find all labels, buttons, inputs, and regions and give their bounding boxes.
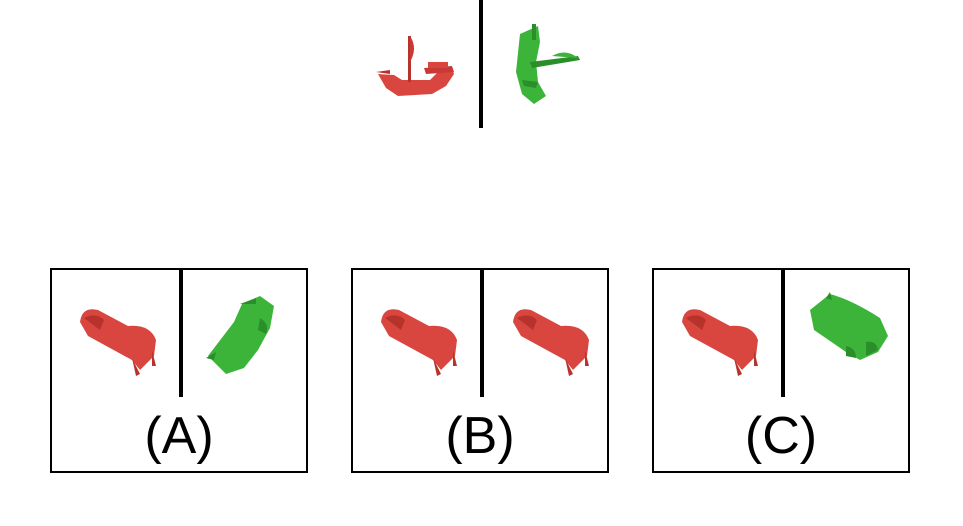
option-b[interactable]: (B) (351, 268, 609, 473)
option-a-label: (A) (144, 407, 214, 465)
option-a-divider (179, 270, 183, 397)
red-sofa-icon (377, 300, 461, 376)
red-sofa-icon (678, 300, 762, 376)
option-c-divider (781, 270, 785, 397)
option-b-label: (B) (445, 407, 515, 465)
green-sofa-icon (806, 290, 892, 364)
option-c-label: (C) (744, 407, 818, 465)
green-ship-icon (508, 22, 586, 106)
green-sofa-icon (204, 294, 280, 378)
option-a[interactable]: (A) (50, 268, 308, 473)
red-sofa-icon (76, 300, 160, 376)
option-c[interactable]: (C) (652, 268, 910, 473)
red-sofa-icon (509, 300, 593, 376)
reference-divider (479, 0, 483, 128)
option-b-divider (480, 270, 484, 397)
red-ship-icon (372, 28, 458, 100)
